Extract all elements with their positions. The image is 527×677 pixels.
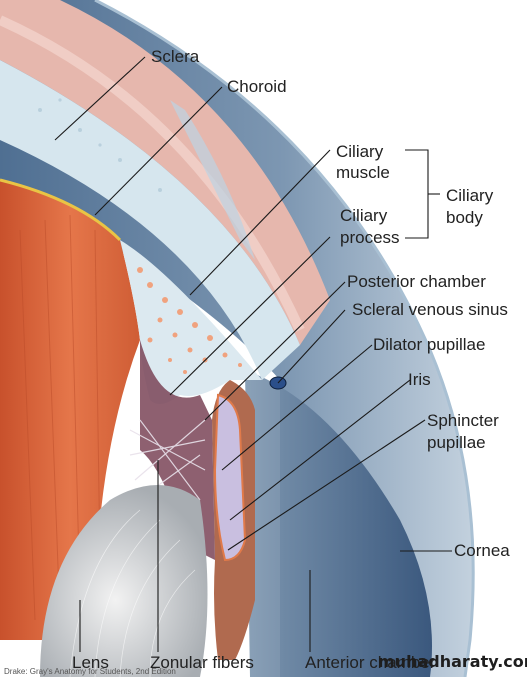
label-dilator-pupillae: Dilator pupillae [373,335,486,354]
label-ciliary-muscle-line1: Ciliary [336,142,384,161]
leader-lines [54,56,452,652]
choroid-shape [0,60,300,380]
anterior-chamber-shape [245,370,432,677]
label-zonular-fibers: Zonular fibers [150,653,254,672]
label-ciliary-muscle-line2: muscle [336,163,390,182]
label-posterior-chamber: Posterior chamber [347,272,486,291]
label-ciliary-body-line2: body [446,208,483,227]
label-scleral-venous-sinus: Scleral venous sinus [352,300,508,319]
label-sclera: Sclera [151,47,200,66]
sclera-shape [0,0,330,345]
label-cornea: Cornea [454,541,510,560]
label-ciliary-body-line1: Ciliary [446,186,494,205]
lens-shape [40,485,208,677]
watermark: muhadharaty.com [378,652,527,671]
ciliary-muscle-shape [0,180,140,640]
label-ciliary-process-line1: Ciliary [340,206,388,225]
sphincter-pupillae-shape [213,393,247,562]
label-choroid: Choroid [227,77,287,96]
label-anterior-chamber: Anterior chamber [305,653,436,672]
label-iris: Iris [408,370,431,389]
ciliary-process-shape [120,240,262,404]
label-sphincter-pupillae-line1: Sphincter [427,411,499,430]
credit-line: Drake: Gray's Anatomy for Students, 2nd … [4,667,176,676]
label-ciliary-process-line2: process [340,228,400,247]
label-lens: Lens [72,653,109,672]
label-sphincter-pupillae-line2: pupillae [427,433,486,452]
